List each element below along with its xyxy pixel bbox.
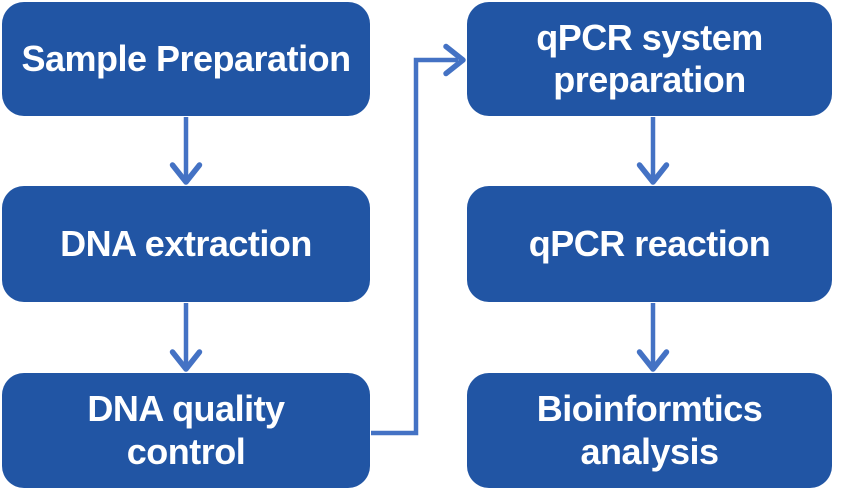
node-bioinformtics-analysis: Bioinformtics analysis [467,373,832,488]
connector-qpcr-system-preparation-to-qpcr-reaction [636,117,670,185]
connector-dna-quality-control-to-qpcr-system-preparation [371,43,466,436]
node-qpcr-reaction: qPCR reaction [467,186,832,302]
connector-qpcr-reaction-to-bioinformtics-analysis [636,303,670,372]
arrowhead-down-icon [636,349,670,372]
arrowhead-down-icon [636,162,670,185]
connector-elbow-line [371,57,458,436]
connector-dna-extraction-to-dna-quality-control [169,303,203,372]
node-label: Sample Preparation [21,37,351,79]
node-label: qPCR reaction [528,222,771,264]
node-qpcr-system-preparation: qPCR system preparation [467,2,832,116]
node-label: DNA extraction [60,222,312,264]
arrowhead-right-icon [443,43,466,77]
node-label: qPCR system preparation [536,16,763,100]
node-label: DNA quality control [87,388,285,472]
node-dna-extraction: DNA extraction [2,186,370,302]
node-sample-preparation: Sample Preparation [2,2,370,116]
arrowhead-down-icon [169,349,203,372]
node-dna-quality-control: DNA quality control [2,373,370,488]
connector-sample-preparation-to-dna-extraction [169,117,203,185]
node-label: Bioinformtics analysis [536,388,763,472]
arrowhead-down-icon [169,162,203,185]
